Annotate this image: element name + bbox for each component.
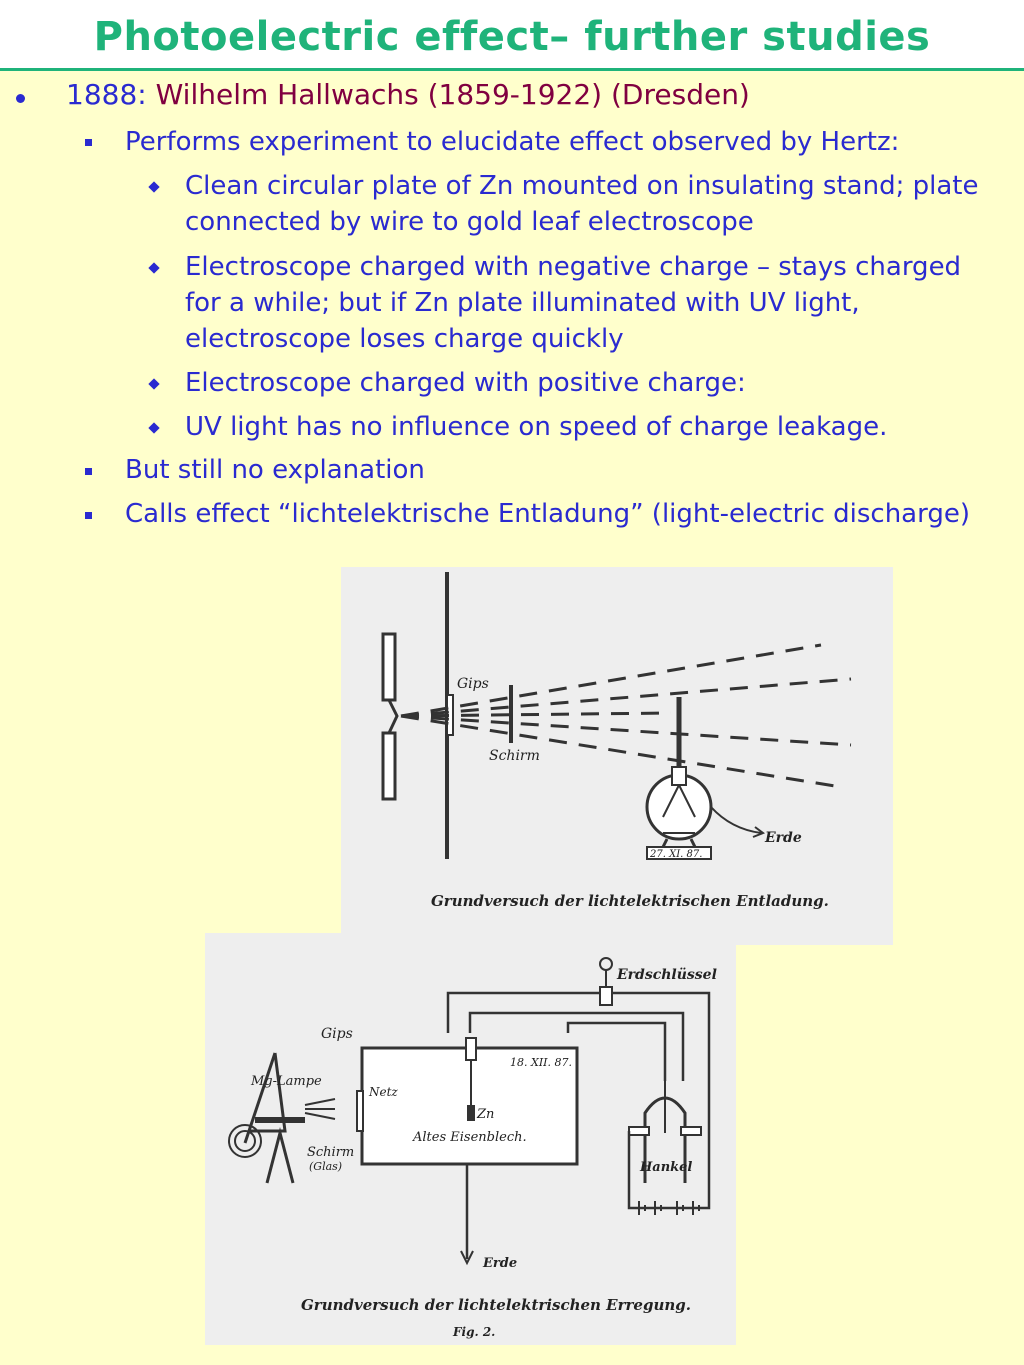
bullet-positive-charge: Electroscope charged with positive charg… (185, 368, 746, 398)
bullet-square (85, 512, 92, 519)
bullet-uv-no-influence: UV light has no influence on speed of ch… (185, 412, 888, 442)
label-erde: Erde (764, 830, 802, 846)
bullet-diamond (148, 422, 160, 434)
label-glas: (Glas) (309, 1160, 342, 1173)
bullet-dot (16, 94, 25, 103)
label-mg-lampe: Mg-Lampe (250, 1074, 322, 1089)
label-gips: Gips (321, 1026, 353, 1042)
label-zn: Zn (476, 1107, 494, 1122)
label-erdschlussel: Erdschlüssel (616, 967, 717, 983)
label-schirm: Schirm (489, 748, 540, 764)
bullet-negative-charge: Electroscope charged with negative charg… (185, 252, 962, 354)
figure-excitation-apparatus: Erdschlüssel Gips Mg-Lampe Netz 18. XII.… (205, 933, 736, 1345)
year-text: 1888: (66, 78, 147, 111)
label-date: 18. XII. 87. (510, 1056, 572, 1069)
title-rule (0, 68, 1024, 71)
bullet-calls-effect: Calls effect “lichtelektrische Entladung… (125, 499, 970, 529)
bullet-no-explanation: But still no explanation (125, 455, 425, 485)
bullet-diamond (148, 378, 160, 390)
label-eisenblech: Altes Eisenblech. (412, 1130, 527, 1145)
bullet-level1-hallwachs: 1888: Wilhelm Hallwachs (1859-1922) (Dre… (66, 78, 750, 111)
bullet-square (85, 468, 92, 475)
bullet-diamond (148, 181, 160, 193)
label-schirm: Schirm (307, 1145, 354, 1160)
figure1-caption: Grundversuch der lichtelektrischen Entla… (431, 892, 829, 910)
figure2-caption: Grundversuch der lichtelektrischen Erreg… (301, 1296, 691, 1314)
label-netz: Netz (368, 1085, 398, 1099)
figure2-number: Fig. 2. (452, 1325, 495, 1339)
label-gips: Gips (457, 676, 489, 692)
bullet-diamond (148, 262, 160, 274)
label-hankel: Hankel (639, 1160, 692, 1175)
slide-title: Photoelectric effect– further studies (93, 14, 931, 60)
bullet-zn-plate: Clean circular plate of Zn mounted on in… (185, 171, 979, 237)
label-erde: Erde (482, 1256, 517, 1271)
title-bar (0, 0, 1024, 68)
bullet-square (85, 139, 92, 146)
label-date: 27. XI. 87. (649, 849, 702, 860)
scientist-text: Wilhelm Hallwachs (1859-1922) (Dresden) (155, 78, 750, 111)
figure-discharge-apparatus: Gips Schirm Erde 27. XI. 87. Grundversuc… (341, 567, 893, 945)
bullet-experiment: Performs experiment to elucidate effect … (125, 127, 900, 157)
